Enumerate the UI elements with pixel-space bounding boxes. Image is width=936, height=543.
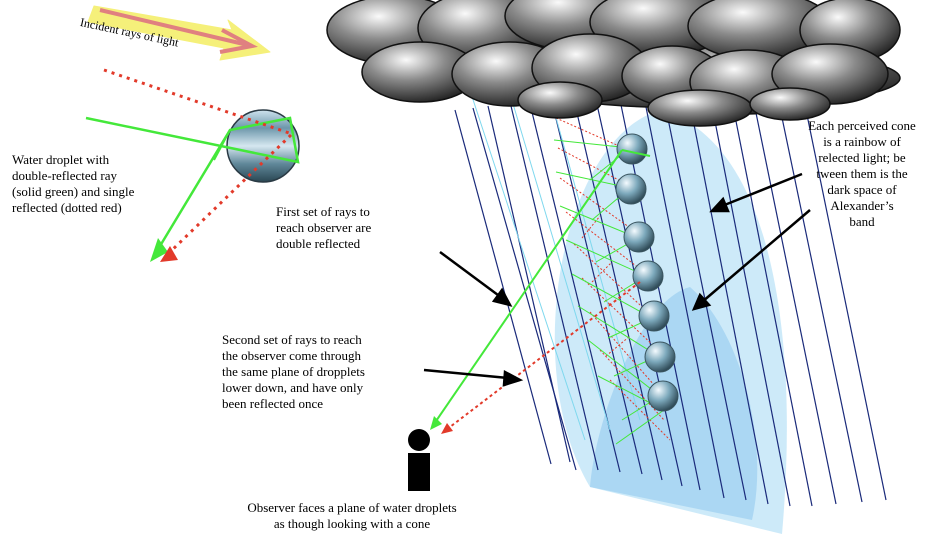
first-set-caption: First set of rays to reach observer are … — [276, 204, 372, 251]
single-reflected-demo-ray — [103, 68, 295, 254]
droplet-column — [615, 133, 679, 412]
rainbow-cones — [554, 110, 787, 534]
water-droplet-icon — [615, 173, 647, 205]
droplet-caption: Water droplet with double-reflected ray … — [12, 152, 135, 215]
cone-caption: Each perceived cone is a rainbow of rele… — [808, 118, 916, 229]
double-reflected-demo-ray — [85, 116, 300, 247]
storm-cloud-icon — [326, 0, 901, 127]
water-droplet-icon — [644, 341, 676, 373]
double-reflected-demo-ray — [213, 129, 231, 161]
water-droplet-icon — [647, 380, 679, 412]
red-arrowhead — [441, 423, 453, 434]
single-reflection-marks — [555, 117, 671, 441]
red-arrowhead — [160, 246, 178, 262]
observer-person-icon — [408, 429, 430, 491]
water-droplet-icon — [616, 133, 648, 165]
large-droplet-demo — [85, 68, 300, 262]
observer-caption: Observer faces a plane of water droplets… — [247, 500, 457, 531]
green-arrowhead — [430, 416, 442, 430]
single-reflected-ray-to-observer — [445, 281, 641, 431]
water-droplet-icon — [226, 109, 300, 183]
second-set-caption: Second set of rays to reach the observer… — [222, 332, 365, 411]
green-arrowhead — [150, 238, 168, 262]
water-droplet-icon — [632, 260, 664, 292]
water-droplet-icon — [638, 300, 670, 332]
pointer-arrows — [423, 172, 811, 387]
incident-rays-arrow-icon — [87, 5, 271, 61]
double-reflected-ray-to-observer — [433, 149, 651, 425]
water-droplet-icon — [623, 221, 655, 253]
faint-light-rays — [459, 59, 641, 441]
